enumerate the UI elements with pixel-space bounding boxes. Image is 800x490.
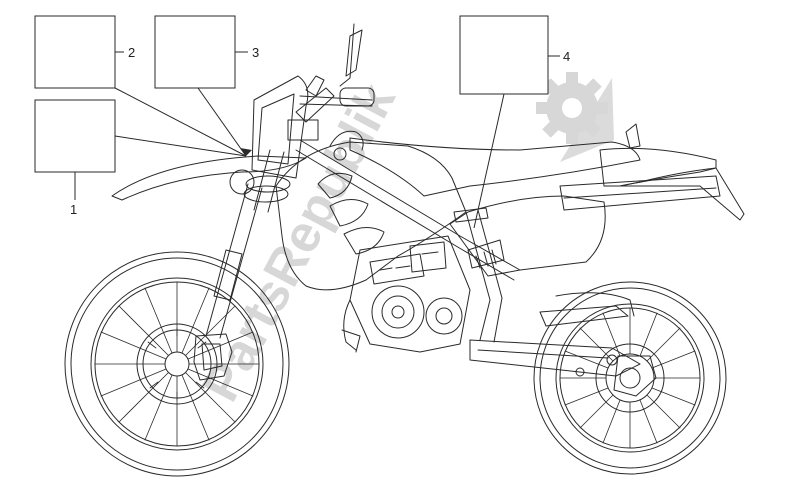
front-wheel (64, 251, 290, 477)
callout-number-3: 3 (252, 45, 259, 60)
callout-number-1: 1 (70, 202, 77, 217)
front-caliper (193, 333, 233, 381)
decal-box-4 (459, 15, 549, 95)
exhaust (559, 175, 721, 211)
rear-fender (599, 147, 717, 187)
side-panel (449, 195, 606, 277)
decal-box-3 (154, 15, 236, 89)
leader-line-2 (114, 87, 247, 157)
front-fender (111, 155, 307, 201)
handlebars (287, 23, 375, 141)
leader-lines (74, 51, 560, 229)
headlight (229, 169, 255, 195)
motorcycle-drawing (64, 23, 745, 477)
callout-number-4: 4 (563, 49, 570, 64)
seat (349, 137, 641, 197)
callouts (34, 15, 549, 173)
frame (295, 139, 521, 343)
engine (341, 235, 471, 353)
fuel-tank (275, 141, 467, 291)
rear-spokes (559, 307, 701, 449)
front-spokes (94, 281, 260, 447)
leader-line-4 (473, 93, 505, 229)
rear-wheel (533, 281, 727, 475)
leader-line-1 (114, 135, 247, 157)
watermark: PartsRepublik (191, 72, 614, 411)
decal-box-2 (34, 15, 116, 89)
decal-box-1 (34, 99, 116, 173)
swingarm (469, 292, 641, 377)
mirror (339, 23, 355, 87)
leader-line-3 (197, 87, 247, 157)
callout-number-2: 2 (128, 45, 135, 60)
front-number-plate (251, 75, 309, 179)
rear-caliper (613, 355, 657, 397)
